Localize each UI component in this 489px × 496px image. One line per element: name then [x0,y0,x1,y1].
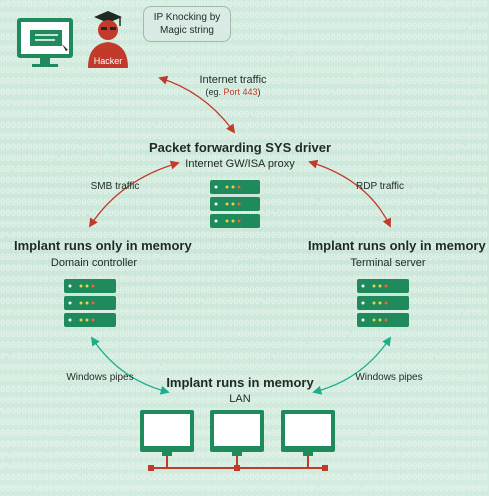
hacker-icon [88,11,128,68]
speech-bubble-tail [134,20,144,32]
hacker-label: Hacker [93,56,123,66]
windows-pipes-right-arrow [312,336,392,395]
gateway-server-icon [210,180,260,228]
gateway-title: Packet forwarding SYS driver [148,140,332,155]
lan-monitor-icon [281,410,335,456]
internet-traffic-arrow [158,75,236,134]
bubble-line-2: Magic string [160,25,214,36]
lan-monitor-icon [140,410,194,456]
lan-monitor-icon [210,410,264,456]
terminal-server-icon [357,279,409,327]
windows-pipes-left-label: Windows pipes [66,372,134,383]
smb-traffic-label: SMB traffic [90,181,140,192]
domain-controller-title: Implant runs only in memory [14,238,192,253]
terminal-server-subtitle: Terminal server [350,257,426,269]
internet-traffic-label: Internet traffic [199,74,267,86]
speech-bubble: IP Knocking by Magic string [143,6,231,42]
gateway-subtitle: Internet GW/ISA proxy [185,158,295,170]
rdp-traffic-arrow [308,159,391,228]
bubble-line-1: IP Knocking by [153,12,221,23]
hacker-monitor-icon [17,18,73,67]
port-443-text: Port 443 [223,87,258,97]
internet-traffic-sub: (eg. Port 443) [205,87,261,97]
rdp-traffic-label: RDP traffic [356,181,404,192]
smb-traffic-arrow [89,160,180,228]
lan-title: Implant runs in memory [166,375,314,390]
domain-controller-server-icon [64,279,116,327]
windows-pipes-right-label: Windows pipes [355,372,423,383]
lan-network-line [148,456,328,471]
domain-controller-subtitle: Domain controller [50,257,138,269]
terminal-server-title: Implant runs only in memory [308,238,486,253]
windows-pipes-left-arrow [90,336,170,395]
lan-subtitle: LAN [229,393,251,405]
